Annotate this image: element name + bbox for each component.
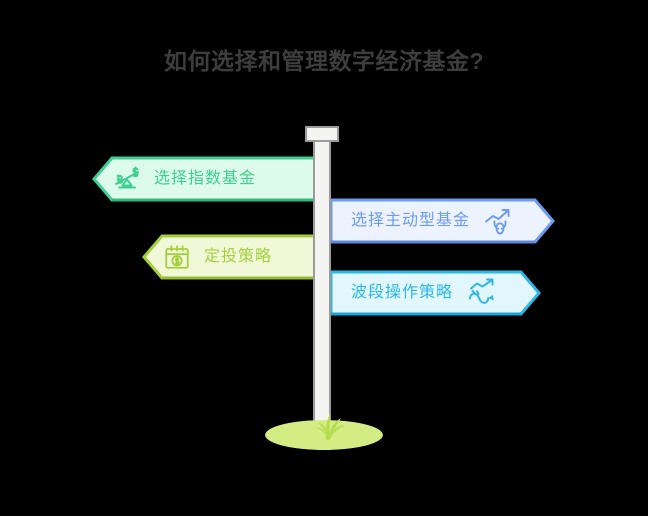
sign-label-index-fund: 选择指数基金 [154, 170, 257, 187]
sign-dca[interactable]: 定投策略 [142, 234, 319, 280]
signpost-pole [313, 138, 331, 434]
ground-mound [265, 420, 383, 450]
grass-tuft-icon [315, 413, 345, 440]
sign-label-dca: 定投策略 [204, 248, 273, 265]
sign-plate-shape [92, 156, 319, 202]
sign-label-swing: 波段操作策略 [351, 284, 454, 301]
bull-up-arrow-icon [482, 204, 516, 238]
wave-trend-arrow-icon [465, 276, 499, 310]
sign-swing[interactable]: 波段操作策略 [329, 270, 541, 316]
calendar-dollar-icon [160, 240, 194, 274]
sign-index-fund[interactable]: 选择指数基金 [92, 156, 319, 202]
sign-active-fund[interactable]: 选择主动型基金 [329, 198, 555, 244]
balance-scale-bitcoin-dollar-icon [110, 162, 144, 196]
page-title: 如何选择和管理数字经济基金? [163, 48, 485, 74]
signpost-pole-cap [305, 126, 339, 142]
sign-label-active-fund: 选择主动型基金 [351, 212, 471, 229]
